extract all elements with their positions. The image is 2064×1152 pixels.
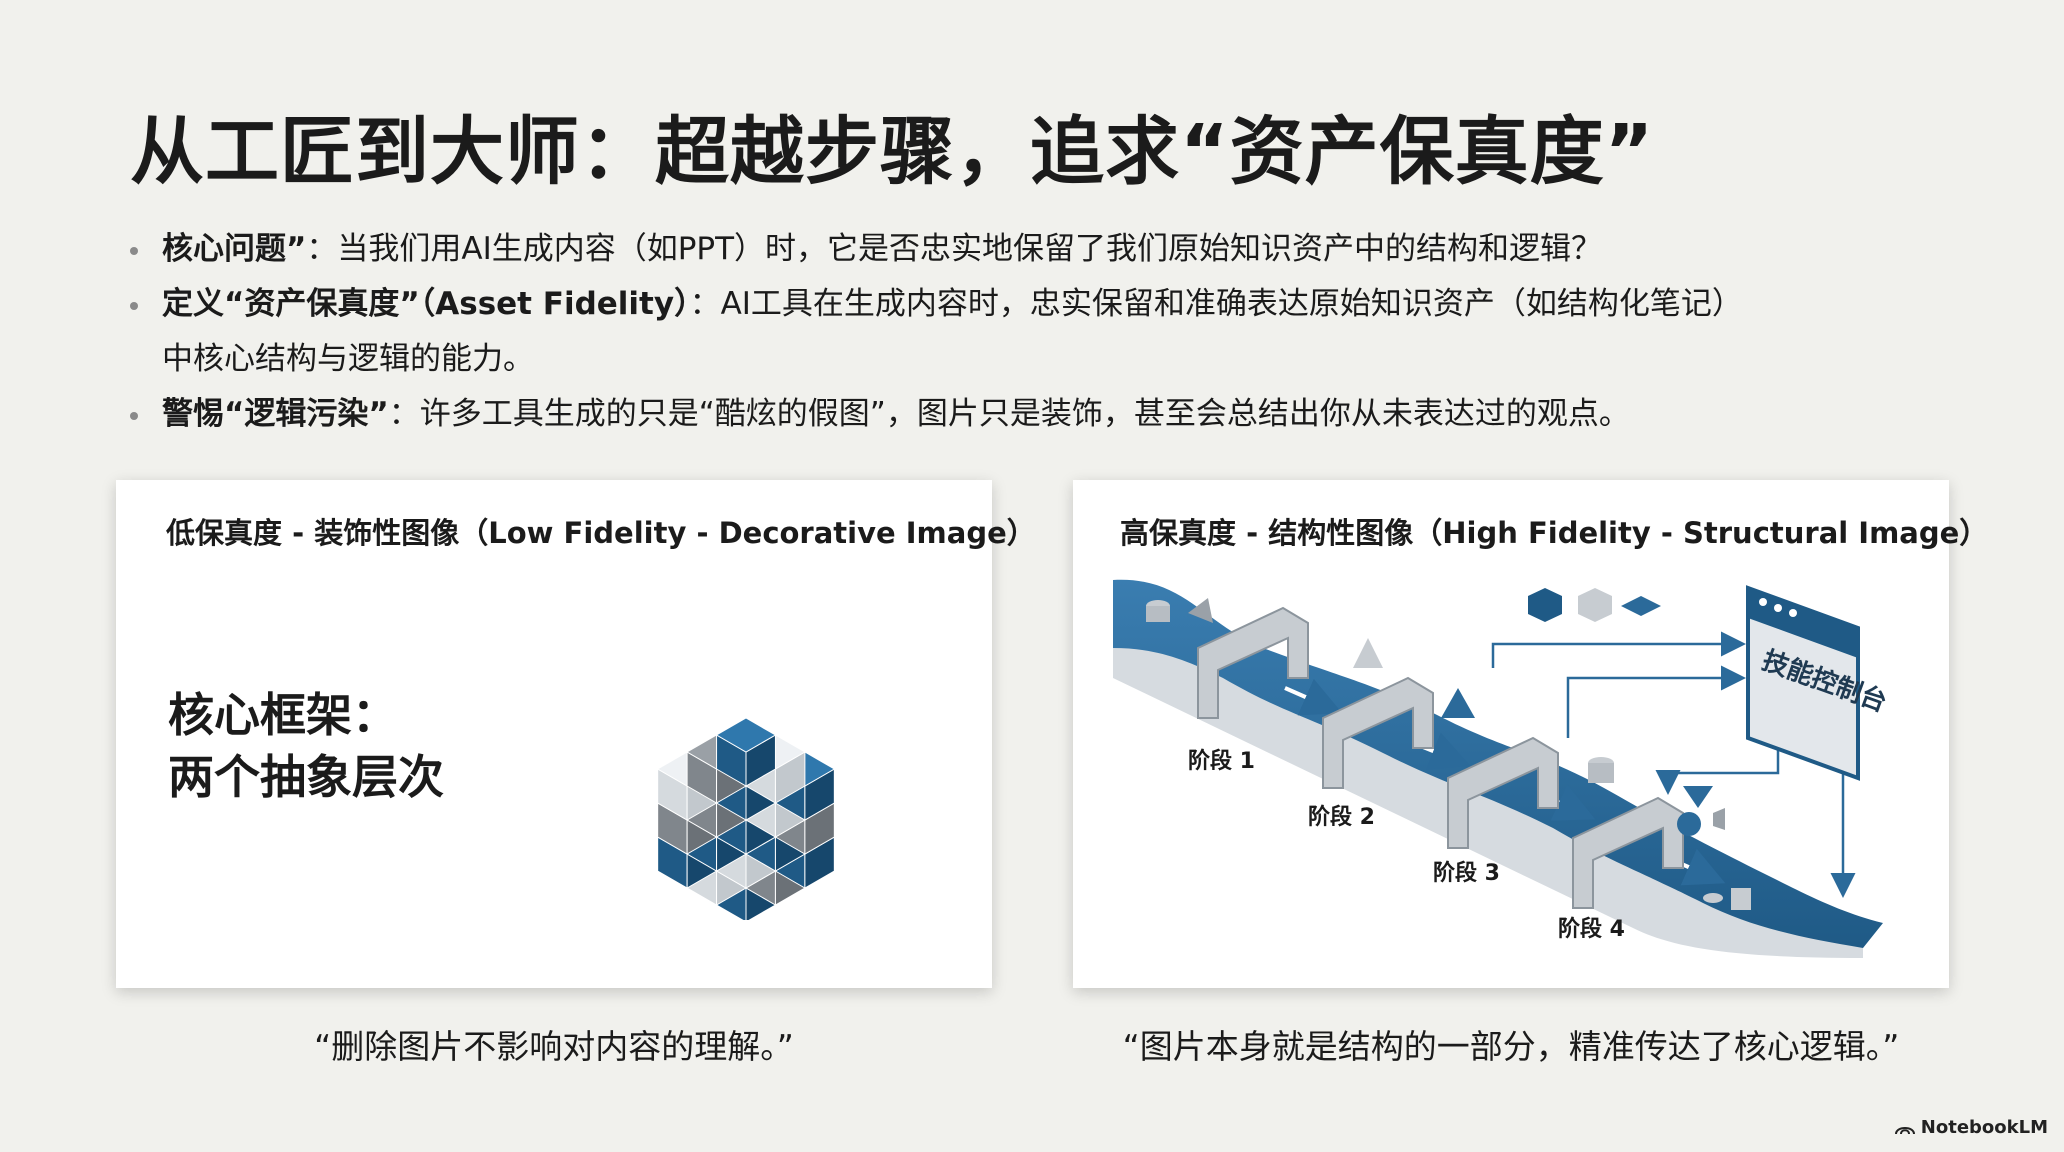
bullet-label: 定义“资产保真度”（Asset Fidelity） <box>162 286 690 322</box>
stage-label-1: 阶段 1 <box>1188 748 1255 774</box>
bullet-text: ：许多工具生成的只是“酷炫的假图”，图片只是装饰，甚至会总结出你从未表达过的观点… <box>388 396 1630 432</box>
cube-face <box>715 717 777 753</box>
bullet-item-definition: 定义“资产保真度”（Asset Fidelity）：AI工具在生成内容时，忠实保… <box>130 277 1950 387</box>
bullet-item-warning: 警惕“逻辑污染”：许多工具生成的只是“酷炫的假图”，图片只是装饰，甚至会总结出你… <box>130 387 1950 442</box>
bullet-dot-icon <box>130 412 138 420</box>
cube-small-icon <box>1731 888 1751 910</box>
bullet-list: 核心问题”：当我们用AI生成内容（如PPT）时，它是否忠实地保留了我们原始知识资… <box>130 222 1950 442</box>
diamond-icon <box>1621 596 1661 616</box>
sphere-icon <box>1677 812 1701 836</box>
bullet-text: ：AI工具在生成内容时，忠实保留和准确表达原始知识资产（如结构化笔记） <box>689 286 1743 322</box>
decorative-cube-icon <box>656 717 836 920</box>
stage-label-4: 阶段 4 <box>1558 916 1625 942</box>
skill-console-window-icon <box>1746 585 1860 781</box>
bullet-dot-icon <box>130 302 138 310</box>
pipeline-diagram: 技能控制台 阶段 1 阶段 2 阶段 3 阶段 4 <box>1113 579 1891 958</box>
brand-name: NotebookLM <box>1920 1117 2048 1138</box>
low-fidelity-caption: “删除图片不影响对内容的理解。” <box>314 1027 794 1066</box>
stage-label-2: 阶段 2 <box>1308 804 1375 830</box>
notebooklm-logo-icon <box>1894 1126 1915 1134</box>
low-fidelity-card: 低保真度 - 装饰性图像（Low Fidelity - Decorative I… <box>116 480 1036 988</box>
bullet-continuation: 中核心结构与逻辑的能力。 <box>162 341 534 377</box>
cube-gray-icon <box>1578 588 1612 622</box>
high-fidelity-caption: “图片本身就是结构的一部分，精准传达了核心逻辑。” <box>1122 1027 1900 1066</box>
page-title: 从工匠到大师：超越步骤，追求“资产保真度” <box>130 109 1655 195</box>
high-fidelity-card-title: 高保真度 - 结构性图像（High Fidelity - Structural … <box>1120 516 1989 550</box>
pyramid-blue-icon <box>1441 688 1475 718</box>
bullet-item-core-question: 核心问题”：当我们用AI生成内容（如PPT）时，它是否忠实地保留了我们原始知识资… <box>130 222 1950 277</box>
bullet-text: ：当我们用AI生成内容（如PPT）时，它是否忠实地保留了我们原始知识资产中的结构… <box>306 231 1603 267</box>
stage-gate-icon <box>1197 606 1684 909</box>
bullet-label: 警惕“逻辑污染” <box>162 396 389 432</box>
core-framework-text: 核心框架： 两个抽象层次 <box>168 684 444 808</box>
stage-label-3: 阶段 3 <box>1433 860 1500 886</box>
triangle-icon <box>1683 786 1713 808</box>
cube-blue-icon <box>1528 588 1562 622</box>
belt-arrow-icon <box>1284 678 1343 716</box>
high-fidelity-card: 高保真度 - 结构性图像（High Fidelity - Structural … <box>1073 480 1988 988</box>
framework-line-2: 两个抽象层次 <box>168 750 444 804</box>
framework-line-1: 核心框架： <box>168 688 398 742</box>
bullet-dot-icon <box>130 247 138 255</box>
brand-mark: NotebookLM <box>1894 1117 2048 1138</box>
low-fidelity-card-title: 低保真度 - 装饰性图像（Low Fidelity - Decorative I… <box>166 516 1036 550</box>
cone-icon <box>1188 598 1213 623</box>
bullet-label: 核心问题” <box>162 231 307 267</box>
pyramid-icon <box>1353 638 1383 668</box>
